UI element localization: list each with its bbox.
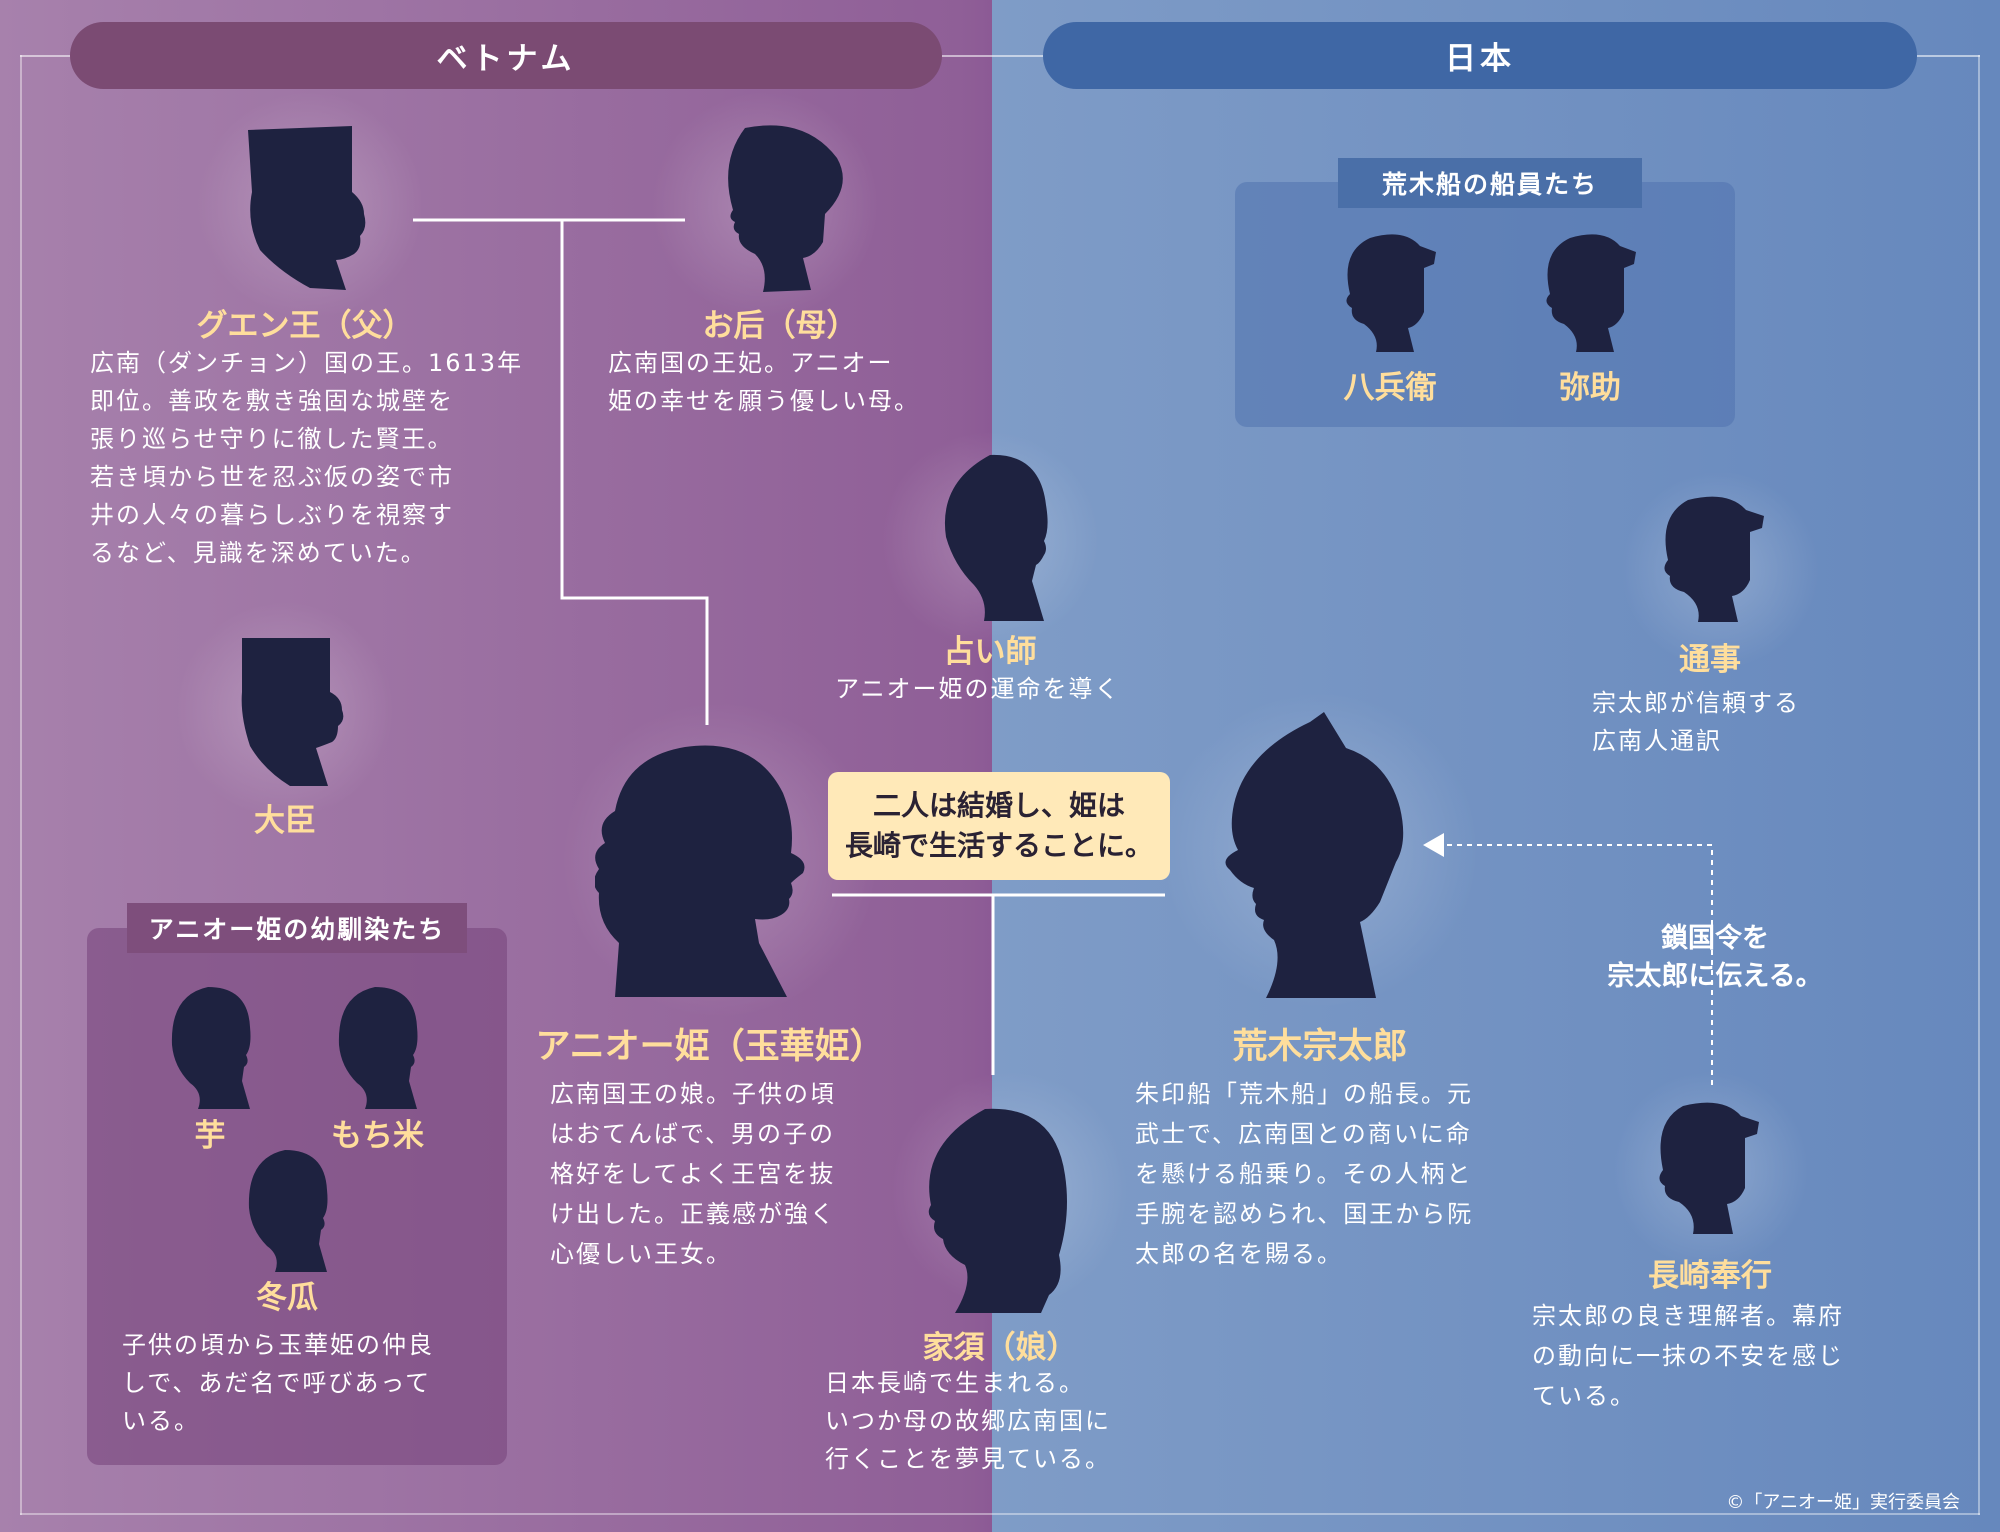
minister-silhouette-icon: [240, 636, 345, 788]
yasuke-silhouette-icon: [1540, 232, 1640, 354]
sotaro-name: 荒木宗太郎: [1232, 1027, 1408, 1067]
queen-name: お后（母）: [702, 308, 858, 344]
interpreter-name: 通事: [1679, 642, 1741, 678]
yahei-silhouette-icon: [1340, 232, 1440, 354]
mochigome-silhouette-icon: [335, 985, 420, 1110]
iesu-desc: 日本長崎で生まれる。いつか母の故郷広南国に 行くことを夢見ている。: [825, 1369, 1111, 1473]
copyright: ©「アニオー姫」実行委員会: [1726, 1492, 1960, 1513]
anio-name: アニオー姫（玉華姫）: [535, 1027, 885, 1067]
fortune-teller-name: 占い師: [943, 634, 1037, 670]
mochigome-name: もち米: [331, 1118, 424, 1154]
imo-silhouette-icon: [168, 985, 253, 1110]
magistrate-name: 長崎奉行: [1648, 1258, 1772, 1294]
arrow-head-icon: [1423, 833, 1444, 857]
sotaro-silhouette-icon: [1220, 712, 1410, 999]
magistrate-desc: 宗太郎の良き理解者。幕府の動向に一抹の不安を感じ ている。: [1532, 1302, 1844, 1410]
crew-box: [1235, 182, 1735, 427]
tougan-desc: 子供の頃から玉華姫の仲良しで、あだ名で呼びあって いる。: [122, 1331, 434, 1435]
sakoku-note: 鎖国令を宗太郎に伝える。: [1607, 923, 1823, 992]
japan-header: 日本: [1043, 22, 1917, 89]
king-name: グエン王（父）: [196, 308, 414, 344]
anio-desc: 広南国王の娘。子供の頃はおてんばで、男の子の 格好をしてよく王宮を抜け出した。正…: [550, 1080, 836, 1268]
tougan-silhouette-icon: [245, 1148, 330, 1273]
fortune-teller-silhouette-icon: [940, 453, 1050, 623]
king-silhouette-icon: [240, 122, 370, 292]
parents-to-anio-line: [560, 220, 709, 725]
interpreter-desc: 宗太郎が信頼する広南人通訳: [1592, 689, 1800, 755]
iesu-silhouette-icon: [925, 1105, 1075, 1315]
marriage-note: 二人は結婚し、姫は長崎で生活することに。: [828, 772, 1170, 880]
interpreter-silhouette-icon: [1658, 494, 1768, 624]
vietnam-header: ベトナム: [70, 22, 942, 89]
magistrate-silhouette-icon: [1653, 1100, 1763, 1235]
sotaro-desc: 朱印船「荒木船」の船長。元武士で、広南国との商いに命 を懸ける船乗り。その人柄と…: [1135, 1080, 1474, 1268]
yahei-name: 八兵衛: [1343, 370, 1437, 406]
crew-box-title: 荒木船の船員たち: [1338, 158, 1642, 208]
yasuke-name: 弥助: [1559, 370, 1621, 406]
queen-desc: 広南国の王妃。アニオー姫の幸せを願う優しい母。: [608, 349, 920, 415]
tougan-name: 冬瓜: [256, 1280, 318, 1316]
king-desc: 広南（ダンチョン）国の王。1613年即位。善政を敷き強固な城壁を 張り巡らせ守り…: [90, 349, 524, 567]
anio-silhouette-icon: [595, 743, 805, 998]
friends-box-title: アニオー姫の幼馴染たち: [127, 903, 467, 953]
fortune-teller-desc: アニオー姫の運命を導く: [835, 675, 1121, 703]
iesu-name: 家須（娘）: [922, 1330, 1078, 1366]
imo-name: 芋: [194, 1118, 226, 1154]
queen-silhouette-icon: [715, 122, 850, 294]
magistrate-to-sotaro-dotted-line: [1440, 844, 1713, 1085]
minister-name: 大臣: [254, 803, 316, 839]
